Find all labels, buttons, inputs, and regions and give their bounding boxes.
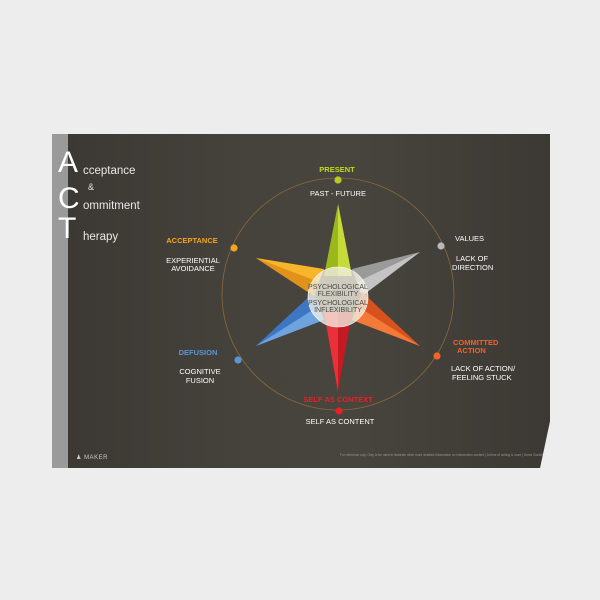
node-dot-self: [335, 407, 343, 415]
opposite-experiential: EXPERIENTIAL: [166, 256, 220, 265]
opposite-fusion: FUSION: [186, 376, 214, 385]
star-point-present-light: [338, 204, 352, 276]
opposite-past-future: PAST - FUTURE: [310, 189, 366, 198]
person-icon: ♟: [76, 455, 82, 461]
label-defusion: DEFUSION: [179, 348, 218, 357]
center-flexibility-2: FLEXIBILITY: [318, 291, 359, 298]
opposite-direction: DIRECTION: [452, 263, 493, 272]
title-commitment: ommitment: [83, 200, 140, 212]
opposite-lack-of: LACK OF: [456, 254, 489, 263]
title-acceptance: cceptance: [83, 165, 136, 177]
star-point-self-light: [324, 312, 338, 392]
star-point-acceptance-light: [256, 258, 319, 296]
center-inflexibility-2: INFLEXIBILITY: [314, 307, 362, 314]
node-dot-committed: [433, 352, 441, 360]
title-letter-t: T: [58, 212, 77, 245]
label-acceptance: ACCEPTANCE: [166, 236, 218, 245]
opposite-cognitive: COGNITIVE: [179, 367, 220, 376]
footer-note: For reference only. Only to be used to i…: [340, 453, 549, 457]
star-point-values-light: [357, 252, 420, 296]
label-action: ACTION: [457, 346, 486, 355]
maker-logo: ♟ MAKER: [76, 454, 108, 461]
node-dot-acceptance: [230, 244, 238, 252]
hexaflex-diagram: PSYCHOLOGICAL FLEXIBILITY PSYCHOLOGICAL …: [166, 165, 516, 426]
node-dot-values: [437, 242, 445, 250]
opposite-lack-of-action: LACK OF ACTION/: [451, 364, 516, 373]
left-band: [52, 134, 68, 468]
maker-logo-text: MAKER: [84, 455, 108, 461]
node-dot-present: [334, 176, 342, 184]
opposite-self-as-content: SELF AS CONTENT: [306, 417, 375, 426]
node-dot-defusion: [234, 356, 242, 364]
center-inflexibility-1: PSYCHOLOGICAL: [308, 300, 368, 307]
center-flexibility-1: PSYCHOLOGICAL: [308, 284, 368, 291]
title-ampersand: &: [88, 182, 95, 192]
opposite-avoidance: AVOIDANCE: [171, 264, 215, 273]
label-committed: COMMITTED: [453, 338, 499, 347]
opposite-feeling-stuck: FEELING STUCK: [452, 373, 512, 382]
label-values: VALUES: [455, 234, 484, 243]
title-letter-c: C: [58, 182, 80, 215]
star-point-committed-light: [352, 306, 420, 346]
star-point-committed: [352, 292, 420, 346]
title-letter-a: A: [58, 146, 79, 179]
star-point-defusion-light: [256, 306, 324, 346]
label-self-as-context: SELF AS CONTEXT: [303, 395, 373, 404]
act-poster: A cceptance & C ommitment T herapy PSYCH…: [52, 134, 550, 468]
label-present: PRESENT: [319, 165, 355, 174]
star-point-defusion: [256, 292, 324, 346]
title-therapy: herapy: [83, 231, 119, 243]
